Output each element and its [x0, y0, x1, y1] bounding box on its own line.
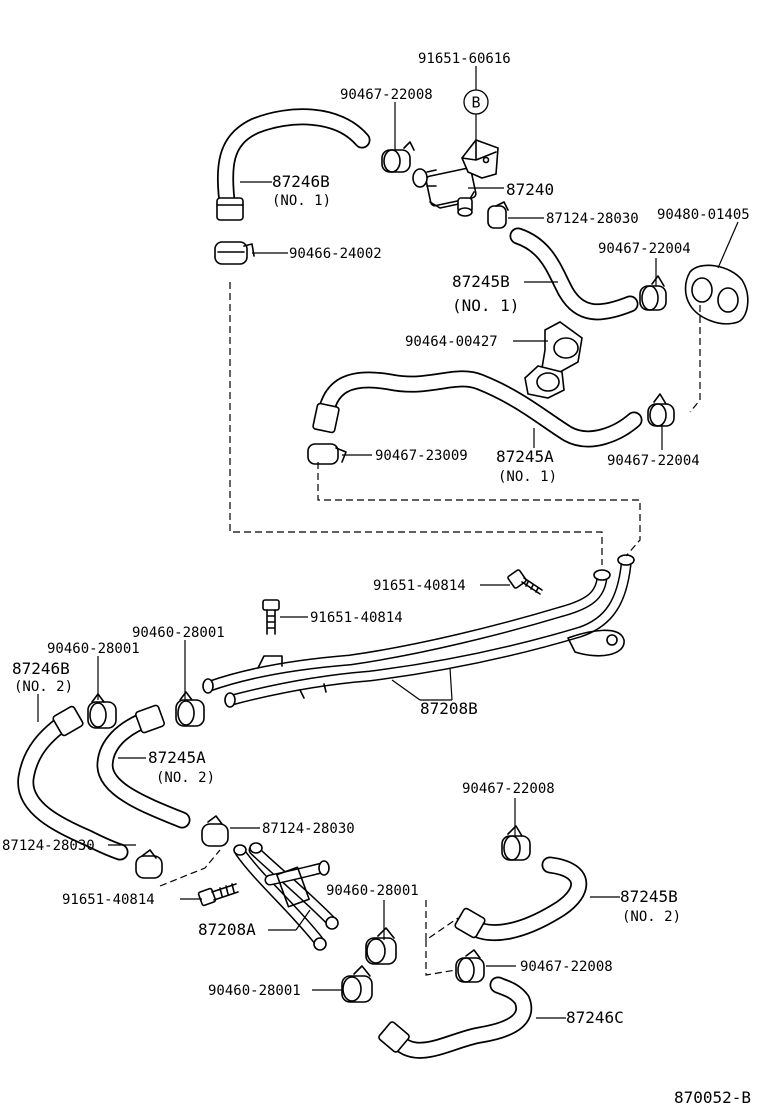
- hose-87246b-no1: [216, 108, 371, 221]
- label-87246c: 87246C: [566, 1008, 624, 1027]
- label-87124-28030-left: 87124-28030: [2, 838, 95, 854]
- reference-dashed-lines: [159, 282, 701, 976]
- label-91651-40814-b: 91651-40814: [310, 610, 403, 626]
- label-87246b-no1-sub: (NO. 1): [272, 193, 331, 209]
- label-90464-00427: 90464-00427: [405, 334, 498, 350]
- hose-87245a-no2: [96, 704, 191, 829]
- label-90467-22004-a: 90467-22004: [598, 241, 691, 257]
- label-87208a: 87208A: [198, 920, 256, 939]
- label-87246b-no2: 87246B: [12, 659, 70, 678]
- hose-clamp-90467-22004-a: [639, 275, 667, 311]
- label-87240: 87240: [506, 180, 554, 199]
- label-87245a-no1-sub: (NO. 1): [498, 469, 557, 485]
- drawing-number: 870052-B: [674, 1088, 751, 1107]
- label-90467-22008-top: 90467-22008: [340, 87, 433, 103]
- label-87245b-no2: 87245B: [620, 887, 678, 906]
- label-90467-22008-low: 90467-22008: [462, 781, 555, 797]
- label-91651-40814-c: 91651-40814: [62, 892, 155, 908]
- label-87245a-no2-sub: (NO. 2): [156, 770, 215, 786]
- clamp-90464-00427: [524, 321, 583, 399]
- hose-clamp-90467-22008-bot: [455, 949, 485, 983]
- label-87246b-no2-sub: (NO. 2): [14, 679, 73, 695]
- label-90467-22004-b: 90467-22004: [607, 453, 700, 469]
- hose-87246c: [378, 976, 533, 1059]
- label-87124-28030-mid: 87124-28030: [262, 821, 355, 837]
- fitting-87208a: [233, 842, 339, 951]
- hose-clamp-90460-28001-b: [175, 691, 205, 727]
- pipe-87208b: [202, 554, 635, 708]
- hose-clamp-87124-28030-top: [487, 201, 509, 229]
- label-87208b: 87208B: [420, 699, 478, 718]
- marker-letter: B: [471, 94, 480, 112]
- label-87246b-no1: 87246B: [272, 172, 330, 191]
- hose-clamp-87124-28030-mid: [201, 815, 229, 847]
- grommet-90480-01405: [684, 264, 749, 325]
- label-87245b-no2-sub: (NO. 2): [622, 909, 681, 925]
- label-91651-40814-a: 91651-40814: [373, 578, 466, 594]
- bolt-91651-40814-c: [197, 883, 239, 907]
- hose-clamp-87124-28030-left: [135, 849, 163, 879]
- hose-clamp-90466-24002: [214, 241, 255, 265]
- label-90460-28001-d: 90460-28001: [208, 983, 301, 999]
- hose-clamp-90460-28001-a: [87, 693, 117, 729]
- label-87245a-no1: 87245A: [496, 447, 554, 466]
- hose-clamp-90460-28001-c: [365, 927, 397, 965]
- label-87124-28030-top: 87124-28030: [546, 211, 639, 227]
- hose-87246b-no2: [17, 705, 129, 861]
- label-87245a-no2: 87245A: [148, 748, 206, 767]
- bolt-91651-40814-a: [507, 569, 543, 595]
- hose-clamp-90460-28001-d: [341, 965, 373, 1003]
- label-90460-28001-b: 90460-28001: [132, 625, 225, 641]
- hose-clamp-90467-22008-top: [381, 141, 415, 173]
- label-90460-28001-c: 90460-28001: [326, 883, 419, 899]
- reference-marker-b: B: [463, 89, 489, 115]
- bolt-91651-40814-b: [262, 599, 280, 635]
- hose-87245b-no2: [454, 856, 588, 942]
- hose-clamp-90467-23009: [307, 443, 347, 465]
- label-90480-01405: 90480-01405: [657, 207, 750, 223]
- label-87245b-no1-sub: (NO. 1): [452, 296, 519, 315]
- label-90467-22008-bot: 90467-22008: [520, 959, 613, 975]
- hose-clamp-90467-22004-b: [647, 393, 675, 427]
- part-labels: 91651-60616 90467-22008 87246B (NO. 1) 8…: [2, 51, 751, 1107]
- label-87245b-no1: 87245B: [452, 272, 510, 291]
- label-90460-28001-a: 90460-28001: [47, 641, 140, 657]
- bracket-91651-60616: [461, 139, 499, 179]
- label-90467-23009: 90467-23009: [375, 448, 468, 464]
- leader-lines: [37, 66, 739, 1019]
- label-91651-60616: 91651-60616: [418, 51, 511, 67]
- hose-clamp-90467-22008-low: [501, 825, 531, 861]
- hose-87245b-no1: [509, 227, 639, 321]
- label-90466-24002: 90466-24002: [289, 246, 382, 262]
- valve-87240: [412, 167, 477, 217]
- hose-87245a-no1: [312, 370, 643, 448]
